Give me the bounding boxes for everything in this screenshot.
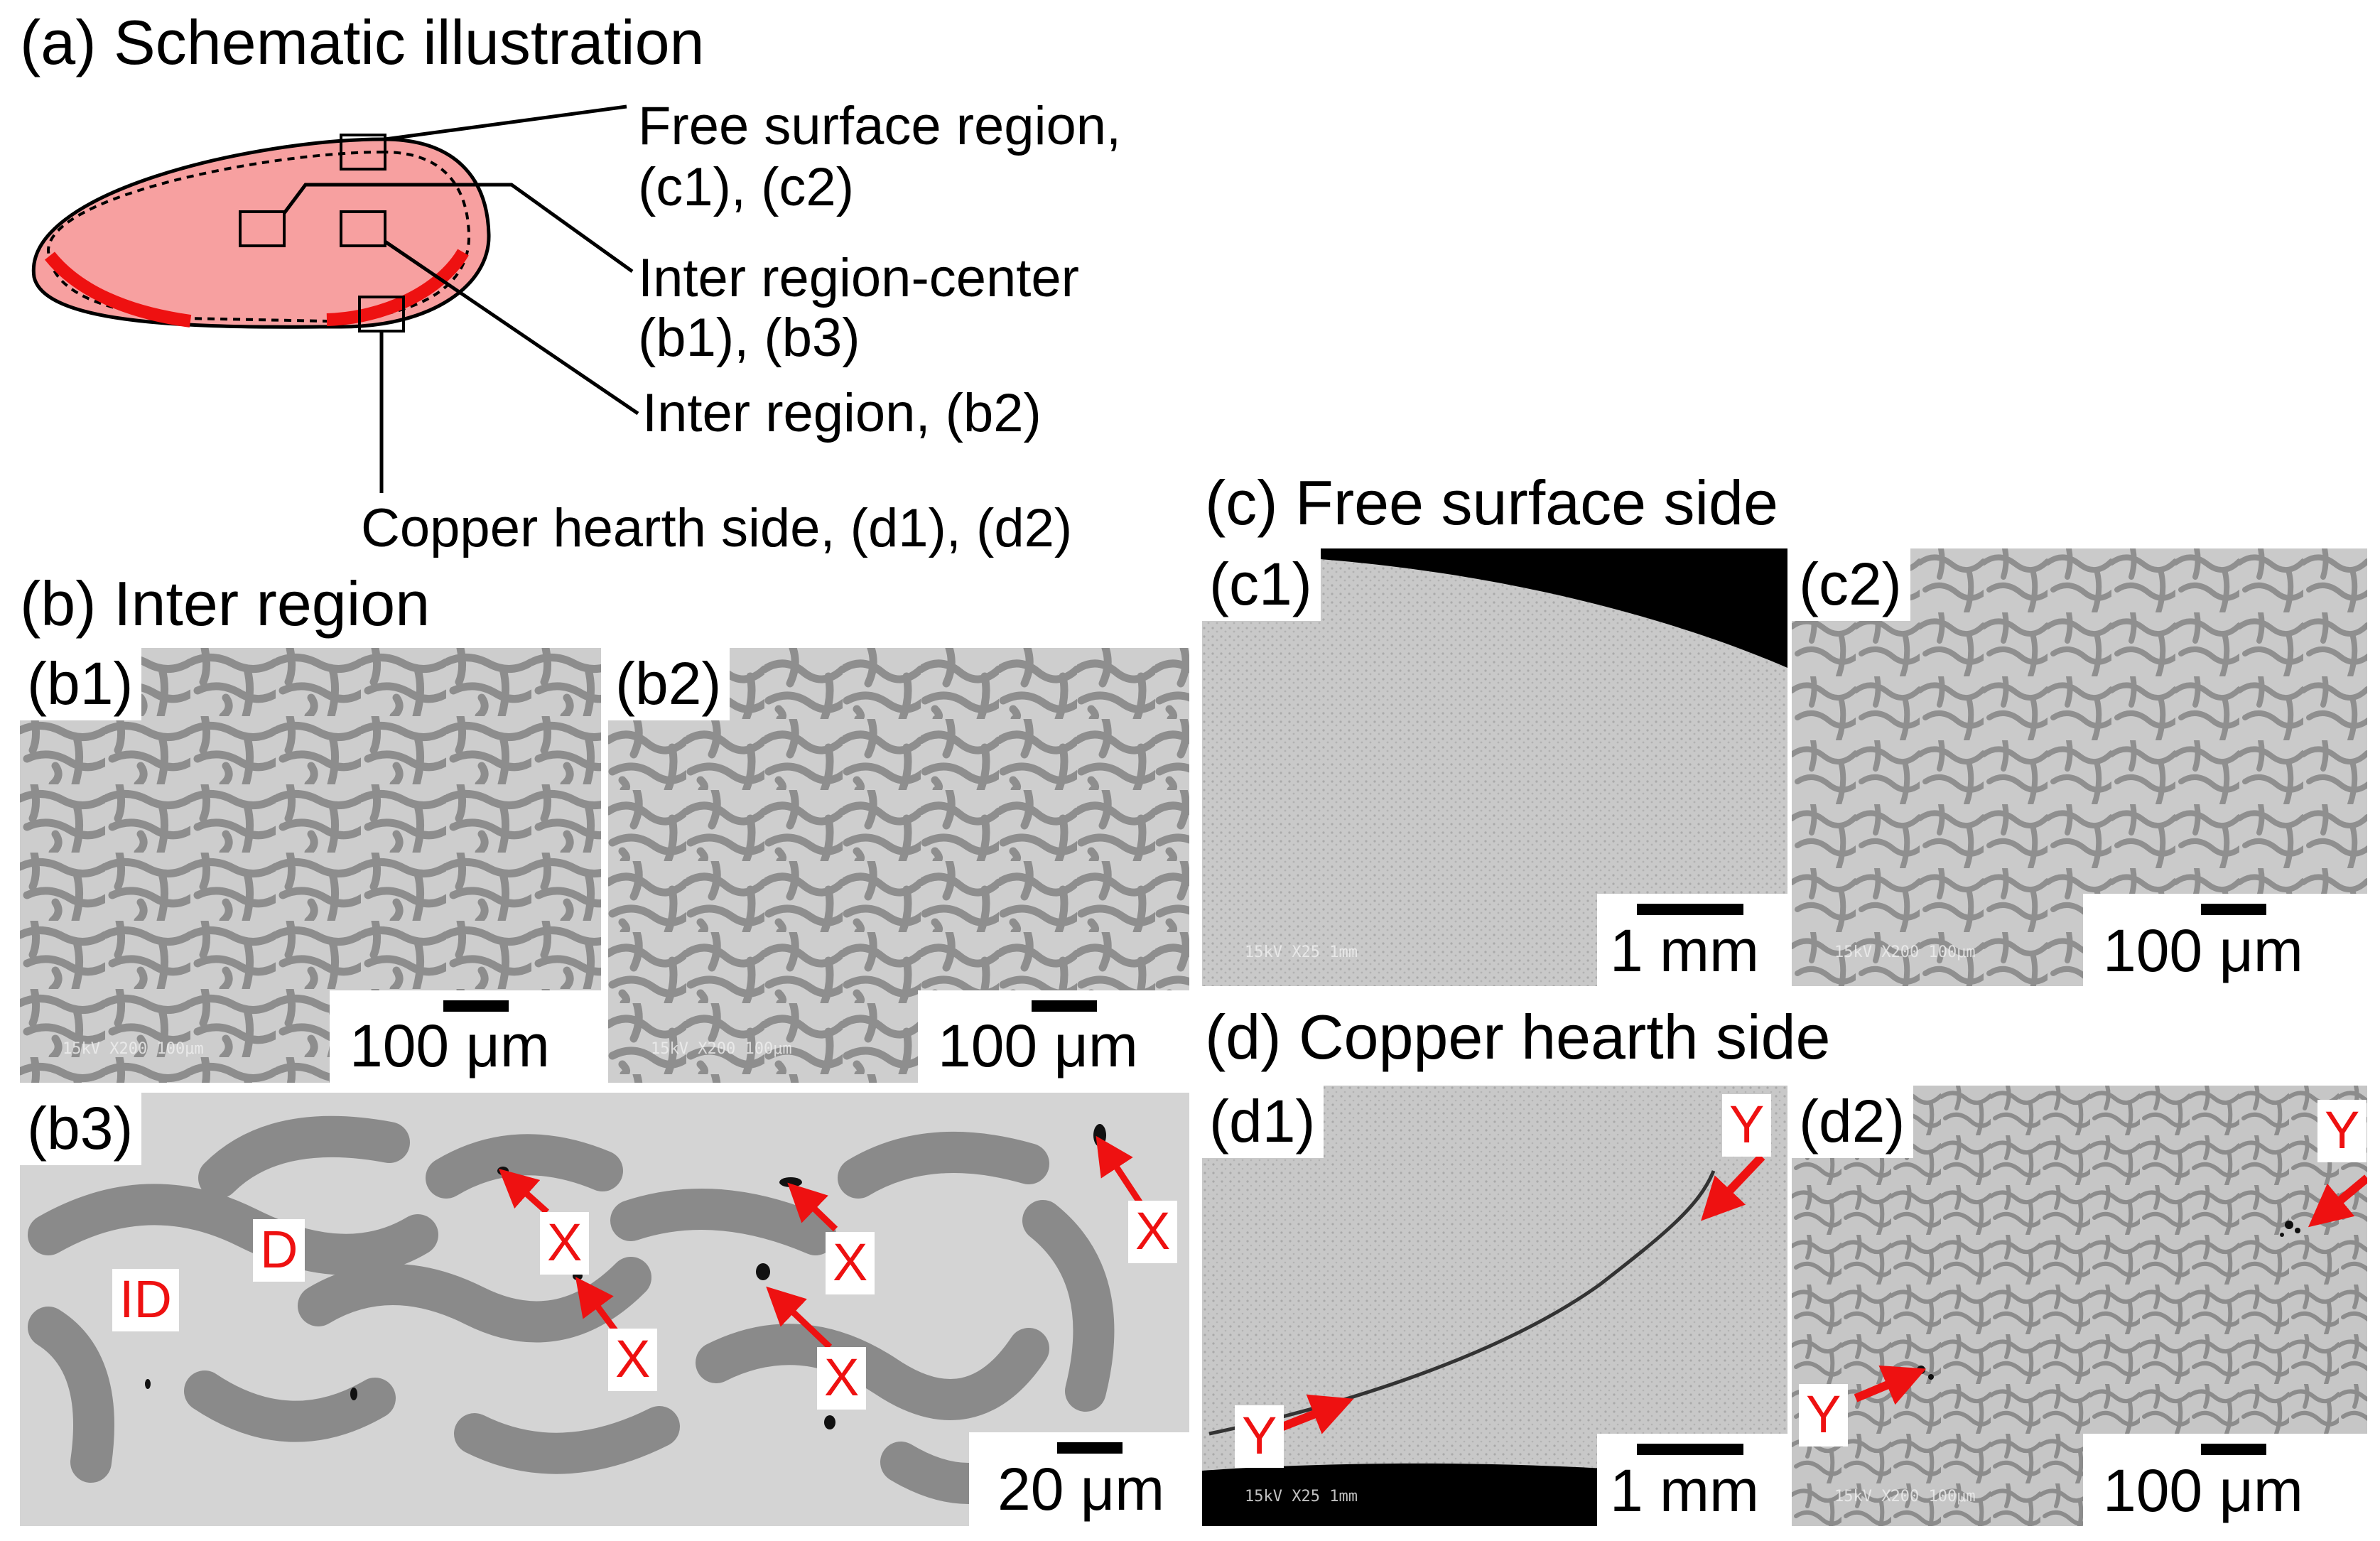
scale-bar-b3 [1057,1442,1123,1454]
scale-text-b2: 100 μm [938,1012,1138,1079]
panel-d2: (d2) 15kV X200 100μm Y Y 100 μm [1792,1086,2367,1526]
label-x-2: X [826,1232,875,1294]
section-b-title: (b) Inter region [20,568,431,639]
tag-d2: (d2) [1792,1086,1914,1158]
tag-d1: (d1) [1202,1086,1324,1158]
sem-info-c1: 15kV X25 1mm [1245,943,1358,961]
box-free-surface [340,134,386,171]
label-x-1: X [540,1212,590,1275]
leader-inter [384,239,639,416]
label-free-surface: Free surface region, [638,96,1122,156]
box-inter-center [239,210,286,247]
marker-y-d1-bottom: Y [1235,1405,1284,1468]
sem-info-b1: 15kV X200 100μm [63,1040,204,1058]
label-x-3: X [1128,1201,1178,1263]
tag-c1: (c1) [1202,548,1321,621]
scale-box-b3: 20 μm [969,1432,1189,1526]
scale-box-d2: 100 μm [2083,1434,2367,1526]
panel-b3: (b3) ID D X X X X X 20 μm [20,1093,1189,1526]
marker-y-d1-top: Y [1722,1094,1772,1157]
scale-box-d1: 1 mm [1597,1434,1787,1526]
marker-y-d2-top: Y [2317,1100,2367,1162]
leader-inter-center [283,183,634,274]
sem-info-d1: 15kV X25 1mm [1245,1488,1358,1505]
sem-info-b2: 15kV X200 100μm [651,1040,792,1058]
sem-info-c2: 15kV X200 100μm [1834,943,1976,961]
scale-text-d2: 100 μm [2103,1457,2303,1524]
panel-c1: (c1) 15kV X25 1mm 1 mm [1202,548,1787,986]
scale-box-c1: 1 mm [1597,894,1787,986]
scale-bar-b2 [1032,1000,1097,1012]
scale-box-c2: 100 μm [2083,894,2367,986]
panel-c2: (c2) 15kV X200 100μm 100 μm [1792,548,2367,986]
sem-info-d2: 15kV X200 100μm [1834,1488,1976,1505]
leader-free-surface [384,104,627,141]
scale-box-b2: 100 μm [918,990,1189,1083]
label-free-surface-refs: (c1), (c2) [638,157,854,217]
scale-bar-c2 [2201,904,2266,915]
schematic-ingot-icon [31,104,639,493]
tag-b2: (b2) [608,648,730,720]
label-inter-center: Inter region-center [638,248,1079,308]
scale-text-d1: 1 mm [1610,1457,1759,1524]
scale-bar-d2 [2201,1444,2266,1455]
tag-b1: (b1) [20,648,142,720]
label-copper: Copper hearth side, (d1), (d2) [361,498,1073,558]
label-d: D [253,1219,305,1282]
panel-d1: (d1) 15kV X25 1mm Y Y 1 mm [1202,1086,1787,1526]
tag-b3: (b3) [20,1093,142,1165]
scale-text-c2: 100 μm [2103,917,2303,984]
marker-y-d2-bottom: Y [1799,1384,1849,1447]
arrow-icon [498,1135,1145,1350]
scale-text-c1: 1 mm [1610,917,1759,984]
panel-b2: (b2) 15kV X200 100μm 100 μm [608,648,1189,1083]
scale-text-b3: 20 μm [997,1456,1165,1523]
section-c-title: (c) Free surface side [1205,467,1778,538]
scale-text-b1: 100 μm [350,1012,550,1079]
label-x-4: X [608,1329,658,1391]
scale-bar-c1 [1637,904,1743,915]
label-inter: Inter region, (b2) [642,383,1042,443]
scale-bar-d1 [1637,1444,1743,1455]
tag-c2: (c2) [1792,548,1910,621]
label-x-5: X [817,1347,867,1410]
c1-free-surface-void [1202,548,1787,668]
label-inter-center-refs: (b1), (b3) [638,308,860,368]
section-d-title: (d) Copper hearth side [1205,1002,1831,1072]
hearth-band-left [44,252,192,328]
label-id: ID [112,1269,179,1331]
scale-box-b1: 100 μm [330,990,601,1083]
schematic-title: (a) Schematic illustration [20,7,705,77]
scale-bar-b1 [443,1000,509,1012]
hearth-band-right [326,249,469,326]
arrow-icon-d2 [1854,1174,2367,1405]
box-inter [340,210,386,247]
panel-b1: (b1) 15kV X200 100μm 100 μm [20,648,601,1083]
